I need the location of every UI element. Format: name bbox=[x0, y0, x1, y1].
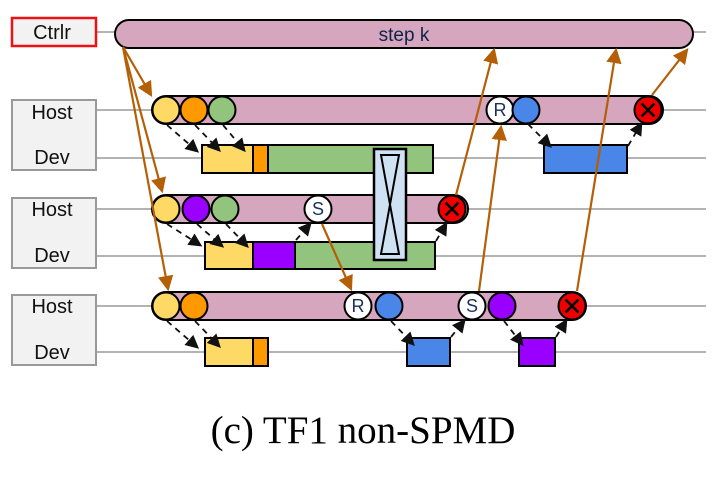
dev3-op-orange bbox=[252, 337, 269, 367]
host1-step-end-marker bbox=[633, 95, 663, 125]
host2-enqueue-yellow-dot bbox=[151, 194, 181, 224]
dep-host2-yellow bbox=[166, 223, 203, 247]
step-bar-label: step k bbox=[379, 25, 430, 46]
ctrl-dispatch-arrow-host2 bbox=[121, 46, 167, 194]
host2-markers: S bbox=[151, 194, 467, 224]
dep-host2-green bbox=[225, 223, 249, 248]
dep-dev3-send bbox=[450, 318, 466, 338]
host3-send-letter: S bbox=[466, 296, 478, 316]
x-icon bbox=[564, 298, 580, 314]
dev2-op-green bbox=[294, 241, 436, 270]
collective-transfer-icon bbox=[372, 147, 408, 262]
ctrl-dispatch-arrow-host1 bbox=[122, 46, 153, 97]
host2-enqueue-purple-dot bbox=[181, 194, 211, 224]
dispatch-dependency-arrows bbox=[166, 121, 643, 349]
host3-enqueue-purple-dot bbox=[487, 291, 517, 321]
controller-label: Ctrlr bbox=[33, 22, 71, 44]
dep-dev2-send bbox=[295, 221, 312, 241]
send-arrow-host3-to-host1 bbox=[477, 124, 507, 292]
host1-label: Host bbox=[31, 102, 73, 124]
host3-send-circle bbox=[457, 291, 487, 321]
host-dev-box-2 bbox=[11, 197, 97, 269]
diagram-canvas: Ctrlr Host Dev Host Dev Host Dev step k bbox=[10, 16, 706, 367]
dev1-op-blue bbox=[543, 144, 628, 174]
dev2-label: Dev bbox=[34, 245, 70, 267]
host1-enqueue-orange-dot bbox=[179, 95, 209, 125]
hourglass-icon bbox=[379, 154, 401, 255]
dev1-label: Dev bbox=[34, 147, 70, 169]
dep-host3-purple bbox=[503, 320, 524, 347]
x-icon bbox=[444, 201, 460, 217]
dep-host3-orange bbox=[194, 320, 221, 348]
step-done-arrow-host2 bbox=[454, 47, 499, 196]
step-bar-rect bbox=[114, 19, 694, 49]
host3-enqueue-orange-dot bbox=[179, 291, 209, 321]
host1-markers: R bbox=[151, 95, 663, 125]
dep-host3-yellow bbox=[166, 320, 200, 349]
dev2-ops bbox=[204, 241, 436, 270]
dev3-label: Dev bbox=[34, 342, 70, 364]
host3-receive-letter: R bbox=[352, 296, 365, 316]
host2-enqueue-green-dot bbox=[210, 194, 240, 224]
x-icon bbox=[640, 102, 656, 118]
control-message-arrows bbox=[121, 46, 689, 292]
axis-labels: Ctrlr Host Dev Host Dev Host Dev bbox=[10, 16, 98, 366]
host-dev-box-3 bbox=[11, 294, 97, 366]
dev3-op-blue bbox=[406, 337, 451, 367]
dep-host3-blue bbox=[390, 320, 415, 346]
dev1-ops bbox=[201, 144, 628, 174]
host2-send-circle bbox=[303, 194, 333, 224]
step-done-arrow-host1 bbox=[651, 48, 689, 96]
dev3-op-yellow bbox=[204, 337, 254, 367]
host1-receive-letter: R bbox=[494, 100, 507, 120]
dev1-op-green bbox=[267, 144, 434, 174]
host3-enqueue-yellow-dot bbox=[151, 291, 181, 321]
step-bar: step k bbox=[114, 19, 694, 49]
dep-dev3-done bbox=[554, 318, 568, 338]
dep-host1-green bbox=[222, 124, 246, 153]
host-dev-box-1 bbox=[11, 99, 97, 171]
host1-enqueue-green-dot bbox=[207, 95, 237, 125]
send-arrow-host2-to-host3 bbox=[320, 223, 353, 292]
dep-host1-blue bbox=[527, 123, 552, 148]
figure-caption: (c) TF1 non-SPMD bbox=[210, 409, 516, 452]
host3-step-end-marker bbox=[557, 291, 587, 321]
host1-enqueue-blue-dot bbox=[511, 95, 541, 125]
host3-receive-circle bbox=[343, 291, 373, 321]
host3-enqueue-blue-dot bbox=[374, 291, 404, 321]
host3-markers: R S bbox=[151, 291, 587, 321]
dev1-op-orange bbox=[252, 144, 269, 174]
dep-dev1-done bbox=[627, 121, 643, 147]
dev1-op-yellow bbox=[201, 144, 254, 174]
host2-label: Host bbox=[31, 199, 73, 221]
dev3-op-purple bbox=[518, 337, 556, 367]
dev2-op-purple bbox=[252, 241, 296, 270]
dep-host1-yellow bbox=[166, 124, 200, 153]
host1-enqueue-yellow-dot bbox=[151, 95, 181, 125]
ctrl-dispatch-arrow-host3 bbox=[121, 46, 174, 292]
dep-host1-orange bbox=[194, 124, 221, 152]
controller-box bbox=[10, 16, 98, 48]
host2-send-letter: S bbox=[312, 199, 324, 219]
dev2-op-yellow bbox=[204, 241, 254, 270]
step-done-arrow-host3 bbox=[575, 47, 622, 292]
host3-label: Host bbox=[31, 296, 73, 318]
dep-dev2-done bbox=[434, 221, 448, 242]
host2-step-end-marker bbox=[437, 194, 467, 224]
dep-host2-purple bbox=[196, 223, 225, 248]
